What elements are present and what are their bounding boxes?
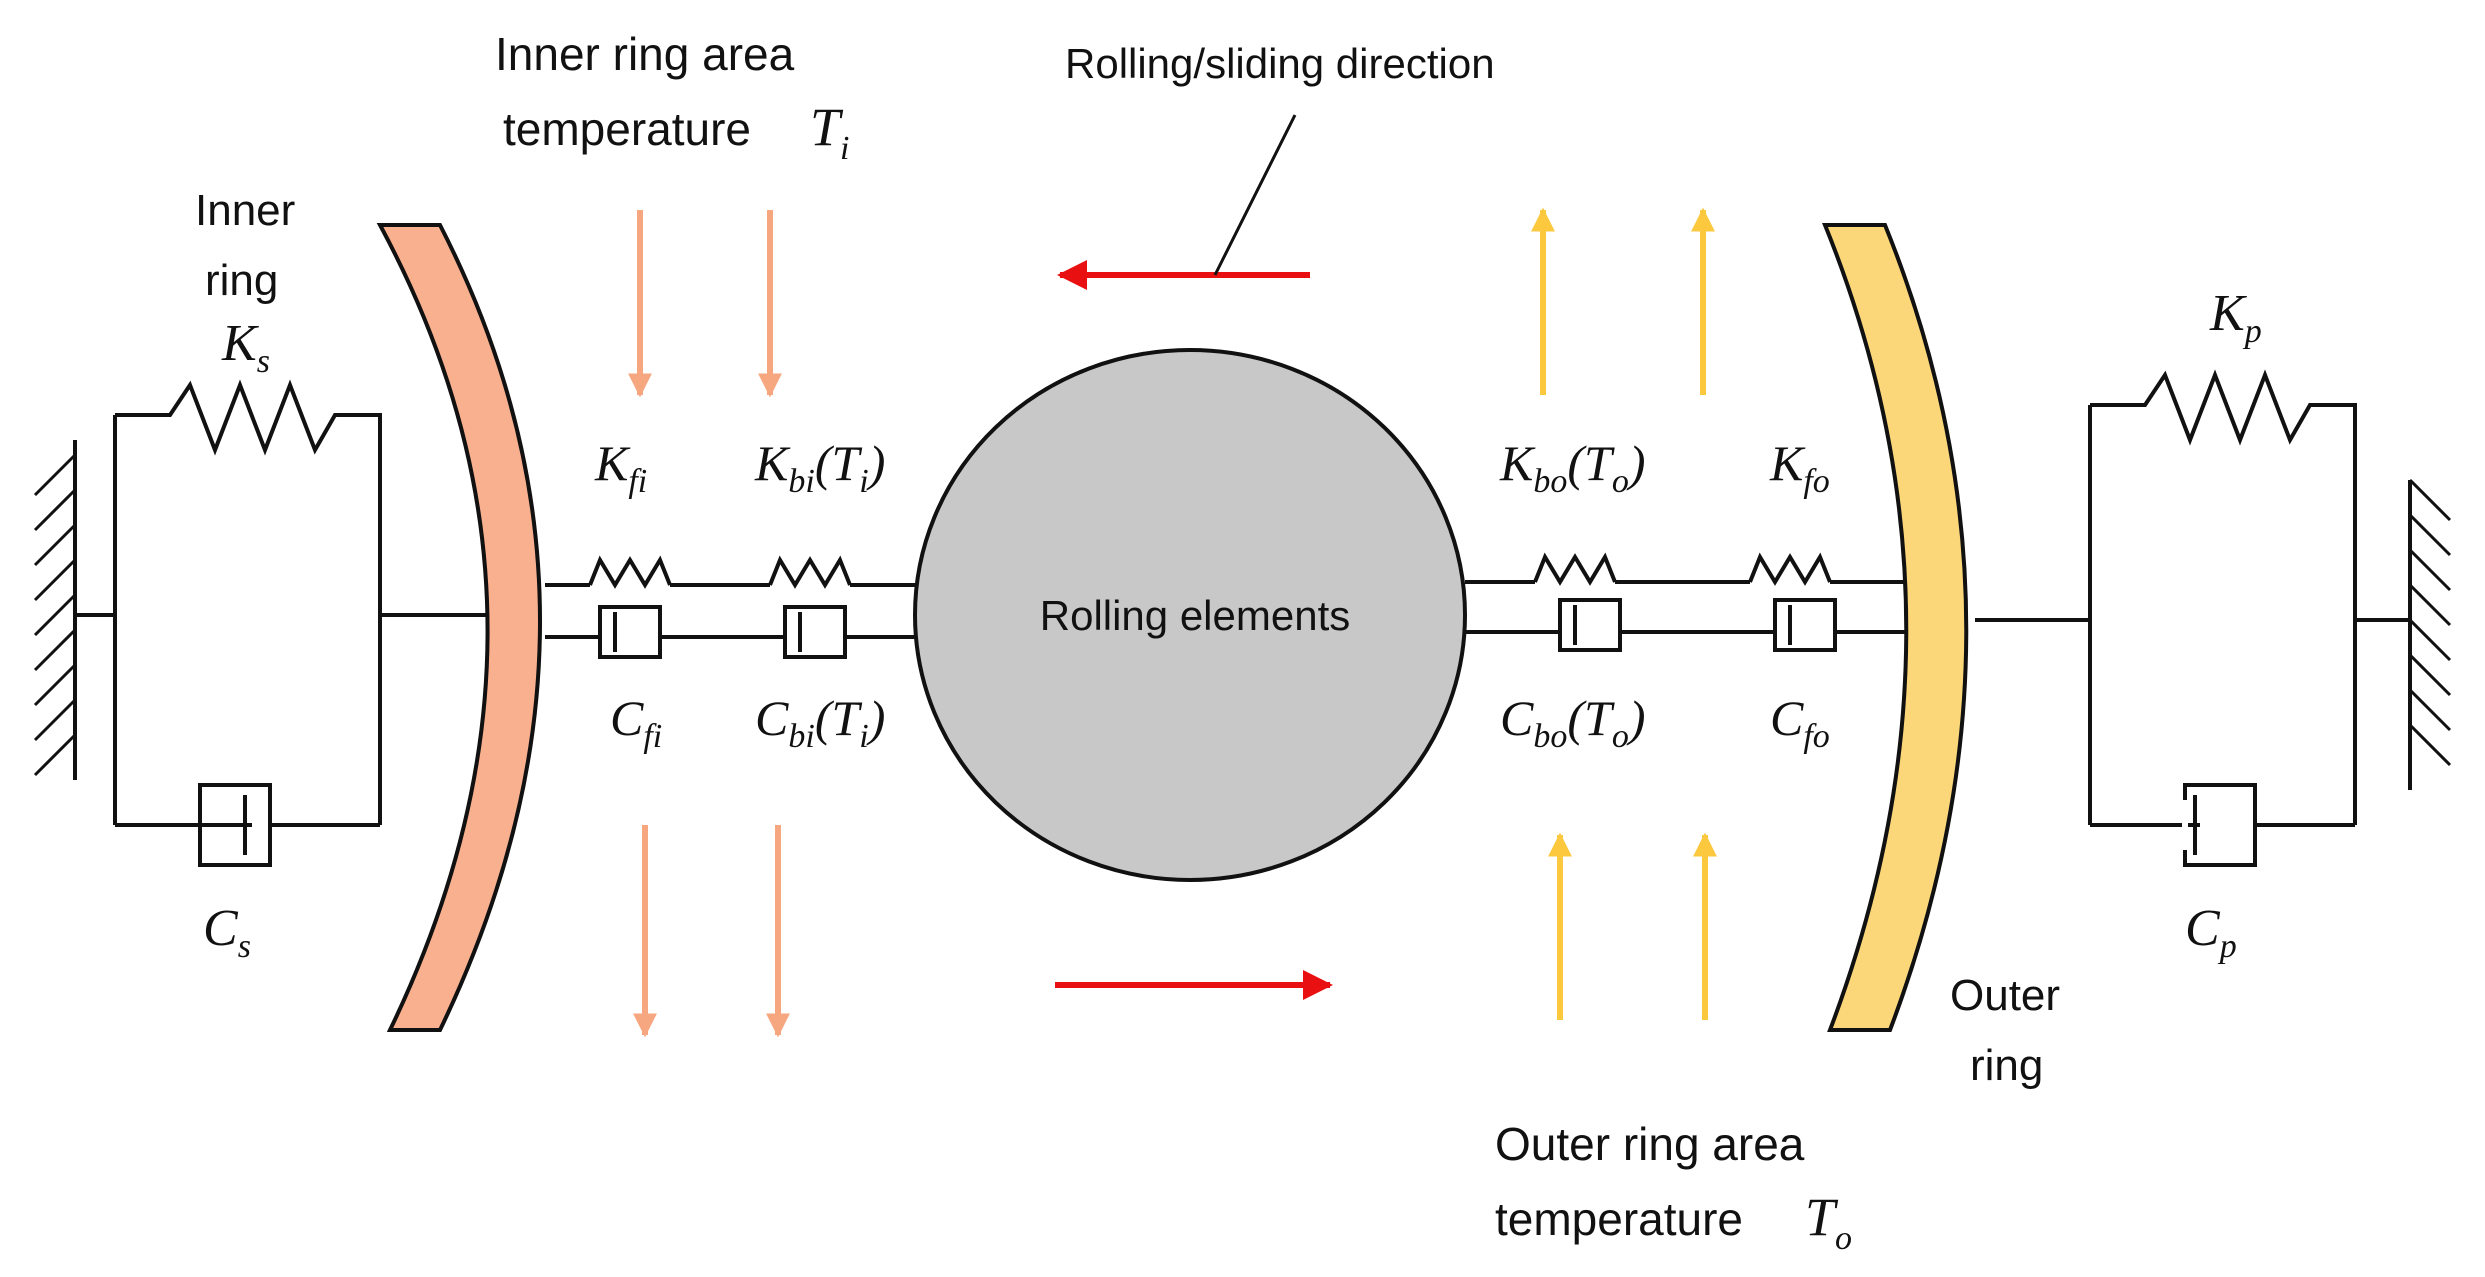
inner-temperature-symbol: Ti: [810, 97, 850, 167]
rolling-direction-arrows: [1055, 114, 1333, 1000]
label-kfi: Kfi: [594, 435, 647, 500]
label-cs: Cs: [203, 900, 251, 965]
outer-ring: [1822, 223, 1969, 1032]
right-ground-wall: [2408, 478, 2452, 790]
inner-ring: [376, 223, 542, 1032]
label-cfo: Cfo: [1770, 690, 1830, 755]
rolling-elements-label: Rolling elements: [1040, 592, 1351, 639]
label-kbi: Kbi(Ti): [754, 435, 885, 500]
label-cp: Cp: [2185, 900, 2237, 965]
support-spring-kp: [2088, 369, 2410, 825]
label-kbo: Kbo(To): [1499, 435, 1645, 500]
inner-ring-label-line2: ring: [205, 256, 278, 305]
label-cbo: Cbo(To): [1500, 690, 1645, 755]
inner-ring-label-line1: Inner: [195, 186, 295, 235]
support-damper-cp: [2090, 783, 2355, 867]
label-cfi: Cfi: [610, 690, 662, 755]
outer-ring-area-label-line2: temperature: [1495, 1193, 1743, 1245]
label-cbi: Cbi(Ti): [755, 690, 885, 755]
support-spring-ks: [75, 379, 382, 825]
outer-temperature-arrows: [1531, 207, 1717, 1020]
inner-contact-elements: [545, 555, 915, 659]
outer-ring-label-line1: Outer: [1950, 971, 2060, 1020]
inner-ring-area-label-line2: temperature: [503, 103, 751, 155]
left-ground-wall: [33, 440, 77, 780]
rolling-direction-label: Rolling/sliding direction: [1065, 40, 1495, 87]
outer-ring-label-line2: ring: [1970, 1041, 2043, 1090]
support-damper-cs: [115, 783, 380, 867]
rolling-element: [913, 348, 1467, 882]
inner-temperature-arrows: [628, 210, 790, 1038]
label-kfo: Kfo: [1769, 435, 1830, 500]
inner-ring-area-label-line1: Inner ring area: [495, 28, 795, 80]
outer-ring-area-label-line1: Outer ring area: [1495, 1118, 1805, 1170]
outer-temperature-symbol: To: [1805, 1187, 1852, 1257]
label-kp: Kp: [2209, 285, 2262, 350]
outer-contact-elements: [1465, 552, 1940, 652]
label-ks: Ks: [221, 315, 270, 380]
